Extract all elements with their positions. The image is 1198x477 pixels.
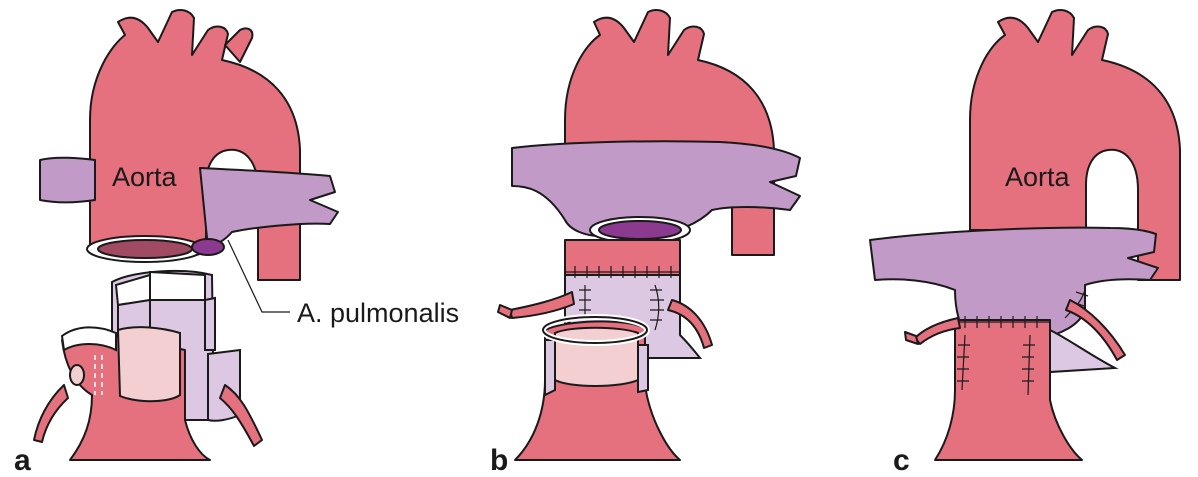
- panel-label-b: b: [490, 444, 508, 477]
- panel-label-c: c: [893, 444, 910, 477]
- pulmonary-label: A. pulmonalis: [297, 298, 459, 328]
- pulmonary-lumen-a: [192, 239, 224, 255]
- coronary-left-c: [915, 318, 960, 344]
- aorta-label-a: Aorta: [112, 162, 178, 192]
- coronary-left-a: [34, 385, 68, 442]
- aorta-label-c: Aorta: [1005, 162, 1071, 192]
- panel-c: Aorta c: [870, 10, 1180, 477]
- panel-a: Aorta A. pulmonalis a: [14, 10, 459, 477]
- panel-label-a: a: [14, 444, 31, 477]
- panel-b: b: [490, 10, 800, 477]
- pulmonary-trunk-a: [40, 158, 95, 203]
